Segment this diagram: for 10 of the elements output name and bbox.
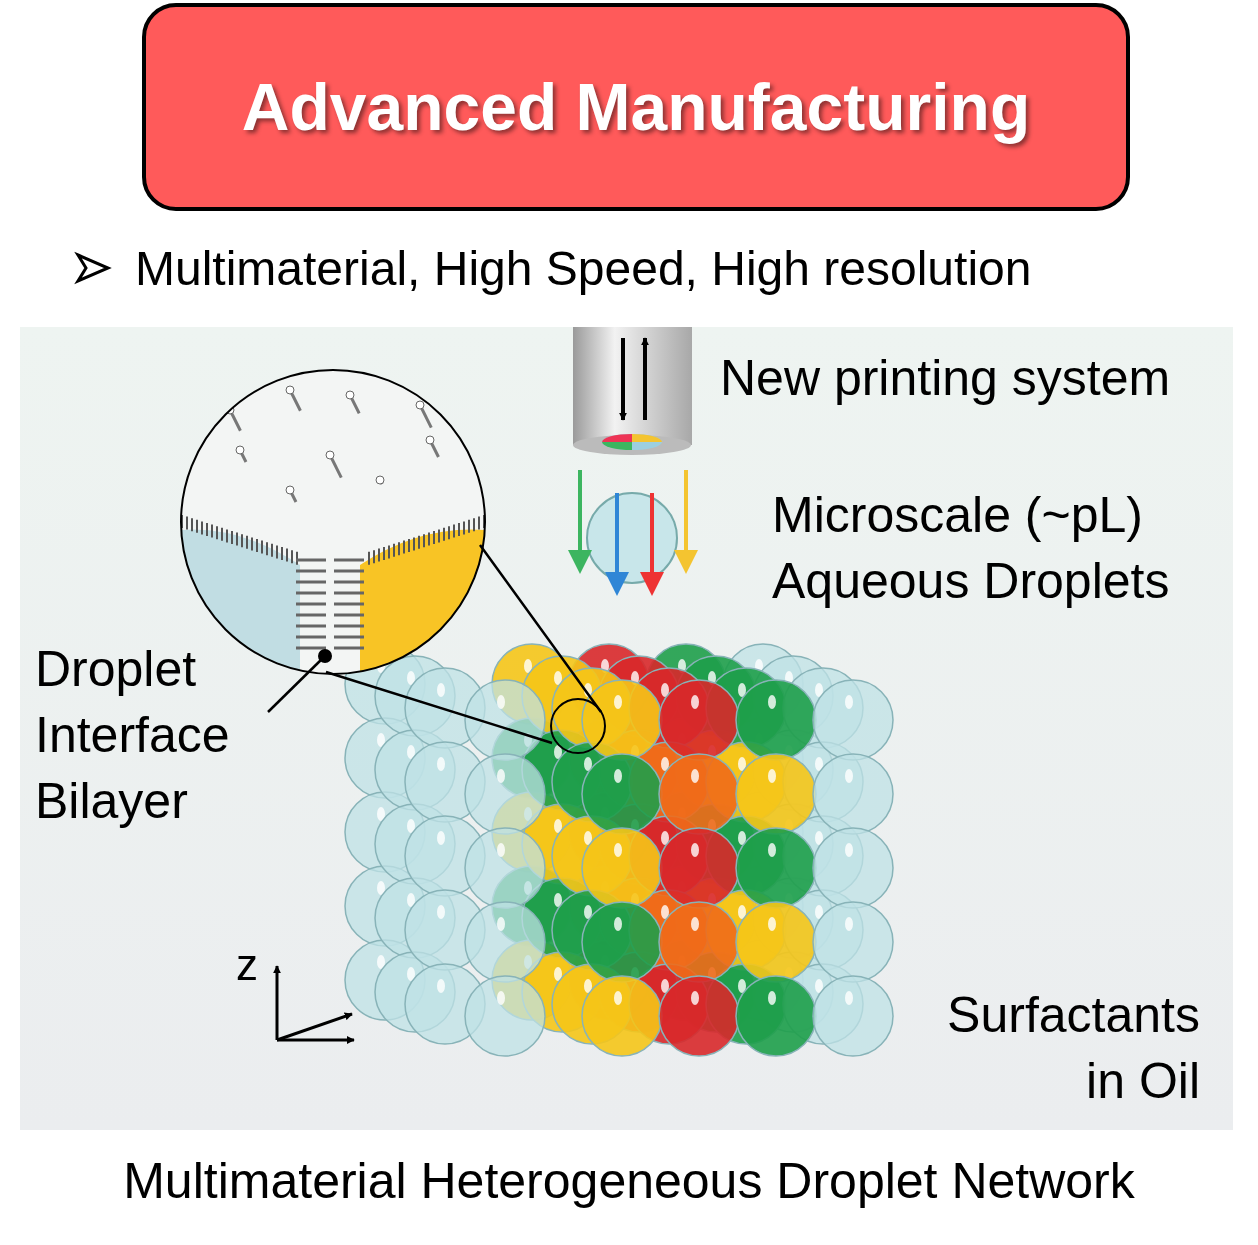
axis-label: z xyxy=(236,939,258,991)
caption: Multimaterial Heterogeneous Droplet Network xyxy=(122,1152,1136,1211)
droplet-label: Microscale (~pL) Aqueous Droplets xyxy=(772,486,1171,611)
feature-bullet: Multimaterial, High Speed, High resolution xyxy=(135,241,1032,297)
title-banner: Advanced Manufacturing xyxy=(142,3,1130,211)
printer-label: New printing system xyxy=(720,349,1171,408)
oil-label: Surfactants in Oil xyxy=(946,986,1200,1111)
zoom-line xyxy=(324,543,603,745)
bilayer-label: Droplet Interface Bilayer xyxy=(35,636,275,834)
magnifier-circle xyxy=(550,698,606,754)
